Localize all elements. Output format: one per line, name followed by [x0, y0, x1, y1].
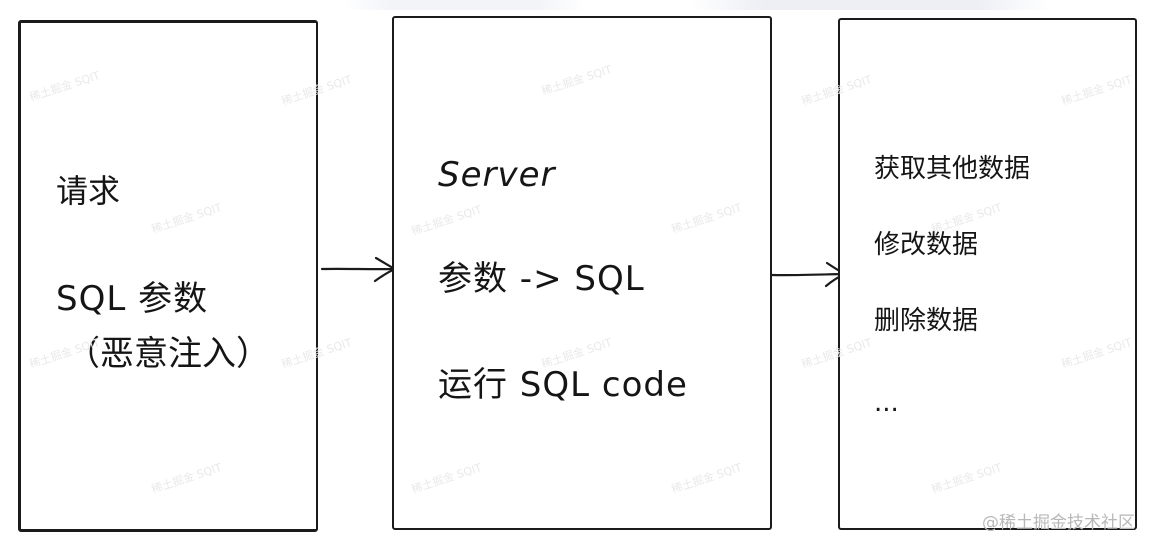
- server-title: Server: [438, 155, 556, 195]
- params-to-sql-label: 参数 -> SQL: [438, 259, 645, 299]
- top-edge-smudge: [345, 0, 585, 10]
- result-item: 获取其他数据: [874, 154, 1031, 184]
- arrow-request-to-server: [320, 256, 397, 283]
- server-box: [392, 16, 772, 530]
- top-edge-smudge: [690, 0, 1050, 10]
- results-box: [838, 18, 1137, 530]
- site-watermark: @稀土掘金技术社区: [982, 513, 1135, 533]
- run-sql-code-label: 运行 SQL code: [438, 365, 688, 405]
- sql-params-label: SQL 参数: [56, 279, 209, 319]
- request-label: 请求: [56, 172, 121, 210]
- result-item: 修改数据: [874, 230, 979, 260]
- result-item: ...: [874, 388, 899, 418]
- result-item: 删除数据: [874, 306, 979, 336]
- malicious-injection-label: （恶意注入）: [66, 334, 270, 374]
- request-box: [18, 20, 318, 532]
